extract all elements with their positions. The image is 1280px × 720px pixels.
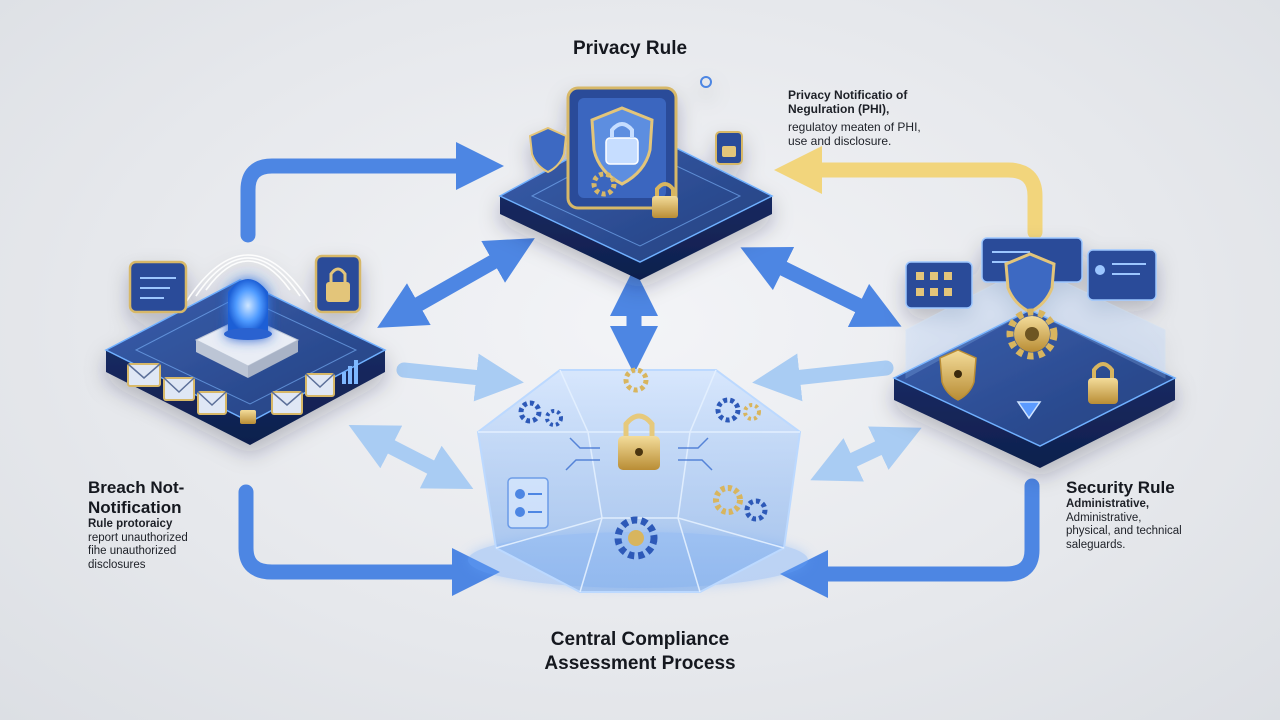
privacy-desc-line: regulatoy meaten of PHI, — [788, 120, 921, 134]
central-compliance-node — [468, 367, 808, 593]
breach-desc-line: disclosures — [88, 558, 146, 571]
lock-icon — [605, 122, 639, 165]
breach-title-line: Notification — [88, 498, 182, 517]
arrow-security-to-central-upper — [752, 353, 894, 402]
lock-icon — [240, 410, 256, 424]
arrow-breach-to-central-bottom — [238, 484, 501, 597]
privacy-desc-line: Negulration (PHI), — [788, 102, 890, 116]
shield-icon — [939, 349, 977, 401]
shield-icon — [1016, 401, 1042, 420]
beacon-waves — [185, 254, 311, 303]
pin-icon — [700, 76, 712, 88]
arrow-breach-to-central-upper — [396, 353, 524, 402]
envelope-icon — [271, 391, 303, 415]
privacy-desc-line: Privacy Notificatio of — [788, 88, 908, 102]
central-title-line: Central Compliance — [550, 629, 730, 650]
gear-icon — [713, 485, 768, 522]
security-rule-label: Security Rule Administrative, Administra… — [1066, 478, 1182, 552]
privacy-rule-description: Privacy Notificatio of Negulration (PHI)… — [788, 88, 921, 148]
privacy-rule-node — [498, 76, 774, 280]
document-icon — [507, 477, 549, 529]
lock-icon — [618, 413, 660, 470]
lock-icon — [652, 182, 678, 218]
document-icon — [1087, 249, 1157, 301]
envelope-icon — [127, 363, 161, 387]
security-desc-line: Administrative, — [1066, 511, 1142, 524]
breach-desc-line: Rule protoraicy — [88, 518, 173, 530]
lock-icon — [715, 131, 743, 165]
arrow-security-central-link — [810, 426, 922, 482]
breach-desc-line: fihe unauthorized — [88, 545, 177, 557]
document-icon — [905, 261, 973, 309]
gear-icon — [715, 397, 761, 423]
shield-icon — [528, 126, 568, 174]
connector-arrows — [238, 141, 1043, 599]
envelope-icon — [163, 377, 195, 401]
document-icon — [128, 260, 188, 314]
security-rule-title: Security Rule — [1066, 478, 1175, 497]
lock-icon — [1088, 362, 1118, 404]
arrow-privacy-breach-link — [377, 238, 535, 328]
security-desc-line: physical, and technical — [1066, 525, 1182, 537]
security-rule-node — [892, 237, 1177, 468]
arrow-privacy-security-link — [740, 247, 902, 327]
alarm-beacon-icon — [224, 279, 272, 340]
envelope-icon — [197, 391, 227, 415]
central-title-line: Assessment Process — [544, 653, 736, 674]
gear-icon — [591, 171, 617, 197]
arrow-security-to-central-bottom — [779, 478, 1040, 599]
breach-notification-node — [104, 254, 387, 445]
breach-title-line: Breach Not- — [88, 478, 185, 497]
central-compliance-title: Central Compliance Assessment Process — [530, 628, 750, 676]
privacy-rule-title: Privacy Rule — [573, 38, 688, 59]
lock-icon — [314, 254, 362, 314]
security-desc-line: saleguards. — [1066, 538, 1126, 551]
circuit-lines — [565, 437, 713, 471]
breach-desc-line: report unauthorized — [88, 531, 188, 544]
privacy-desc-line: use and disclosure. — [788, 134, 892, 148]
envelope-icon — [305, 373, 335, 397]
gear-icon — [623, 367, 649, 393]
bar-chart-icon — [342, 360, 358, 384]
gear-icon — [1006, 308, 1058, 360]
security-desc-line: Administrative, — [1066, 498, 1150, 510]
gear-icon — [614, 516, 658, 560]
arrow-breach-to-privacy — [240, 141, 505, 243]
arrow-security-to-privacy-gold — [773, 145, 1043, 240]
arrow-breach-central-link — [348, 425, 474, 489]
breach-notification-label: Breach Not- Notification Rule protoraicy… — [88, 478, 188, 572]
gear-icon — [518, 400, 563, 427]
